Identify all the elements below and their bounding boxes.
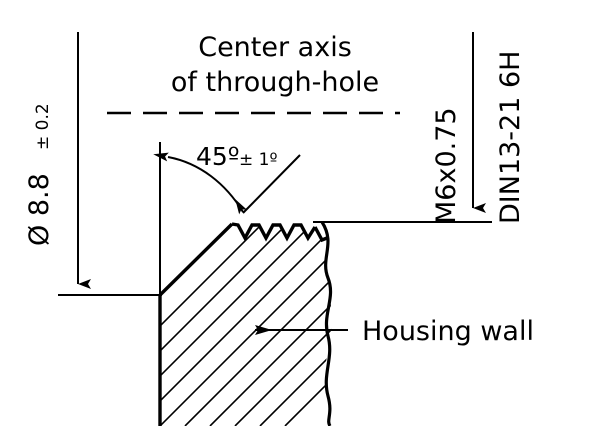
housing-wall-label: Housing wall — [362, 316, 534, 347]
chamfer-face-line — [158, 222, 234, 297]
thread-standard-label: DIN13-21 6H — [495, 51, 526, 224]
thread-runout — [313, 226, 328, 243]
thread-spec-label: M6x0.75 — [431, 107, 462, 224]
chamfer-angle-tolerance: ± 1º — [239, 150, 277, 170]
center-axis-label-line2: of through-hole — [171, 67, 379, 98]
angle-arc — [153, 152, 247, 215]
thread-profile — [231, 222, 317, 242]
hole-diameter-value: Ø 8.8 — [24, 173, 55, 246]
section-hatching — [160, 225, 332, 426]
chamfer-extension-line — [242, 154, 301, 214]
chamfer-angle-value: 45º — [196, 142, 240, 171]
hole-diameter-tolerance: ± 0.2 — [33, 103, 53, 150]
center-axis-label-line1: Center axis — [198, 32, 352, 63]
break-line-wavy — [320, 221, 333, 426]
